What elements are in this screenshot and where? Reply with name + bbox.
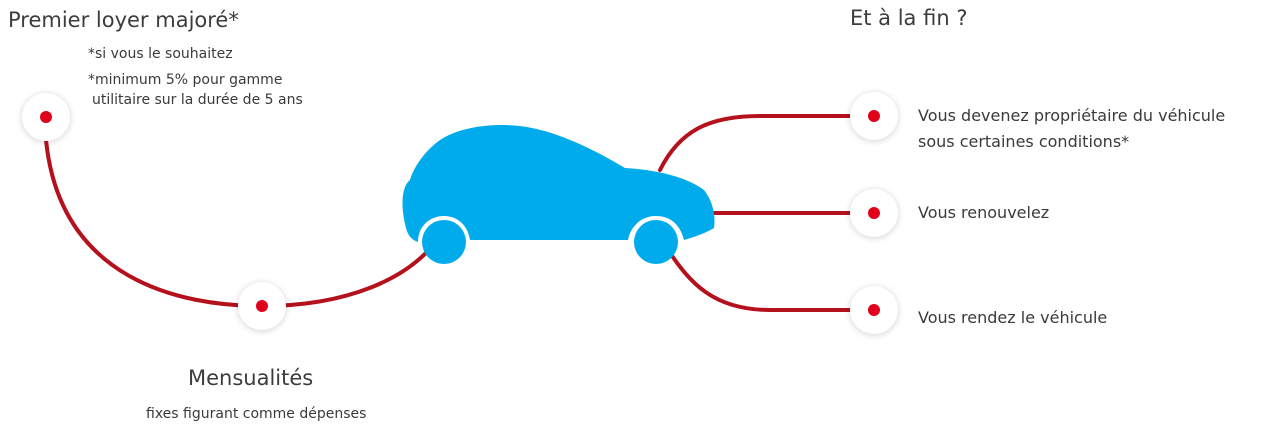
option-ownership-line-2: sous certaines conditions* [918,132,1130,151]
bottom-title: Mensualités [188,366,314,390]
left-note-optional: *si vous le souhaitez [88,46,233,62]
connector-car-to-ownership [658,114,874,172]
option-ownership: Vous devenez propriétaire du véhicule so… [918,103,1225,155]
left-title: Premier loyer majoré* [8,8,239,32]
connector-start-to-monthly [44,138,264,308]
left-note-minimum-line-2: utilitaire sur la durée de 5 ans [92,92,303,108]
node-option-ownership [850,92,898,140]
car-silhouette-icon [402,125,715,264]
right-title: Et à la fin ? [850,6,968,30]
node-premier-loyer [22,93,70,141]
connector-monthly-to-car [260,234,442,308]
node-option-renew [850,189,898,237]
option-return: Vous rendez le véhicule [918,308,1108,327]
connector-car-to-return [663,243,874,312]
node-option-return [850,286,898,334]
bottom-subtitle: fixes figurant comme dépenses [146,406,367,422]
option-renew: Vous renouvelez [918,203,1050,222]
option-ownership-line-1: Vous devenez propriétaire du véhicule [918,106,1226,125]
left-note-minimum-line-1: *minimum 5% pour gamme [88,72,283,88]
node-mensualites [238,282,286,330]
connector-lines [44,114,874,312]
